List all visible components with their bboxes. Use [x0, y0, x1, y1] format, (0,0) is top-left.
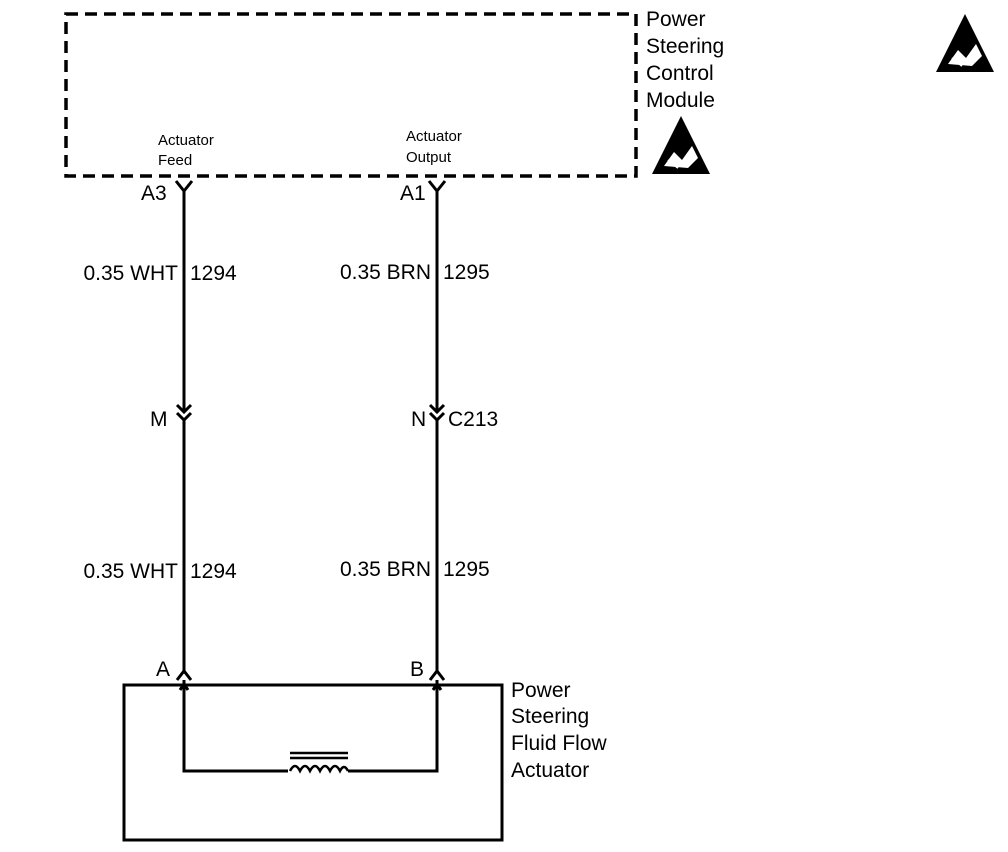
actuator-box: [122, 683, 504, 842]
inline-pin-n-label: N: [411, 408, 426, 431]
wire-1295-color-lower: 0.35 BRN: [340, 558, 431, 581]
actuator-pin-b-label: B: [410, 658, 424, 681]
module-title-line-2: Steering: [646, 35, 724, 58]
wire-1294-color-lower: 0.35 WHT: [83, 560, 178, 583]
output-label-line-2: Output: [406, 149, 452, 166]
output-label-line-1: Actuator: [406, 128, 462, 145]
inline-pin-m-label: M: [150, 408, 168, 431]
module-title-line-1: Power: [646, 8, 706, 31]
inline-connector-m-icon: [175, 403, 193, 423]
actuator-title: Power Steering Fluid Flow Actuator: [511, 679, 608, 782]
pin-a1-label: A1: [400, 182, 426, 205]
actuator-title-line-3: Fluid Flow: [511, 732, 608, 755]
pin-function-feed: Actuator Feed: [158, 132, 214, 169]
wire-1295-circuit-upper: 1295: [443, 261, 490, 284]
pin-function-output: Actuator Output: [406, 128, 462, 166]
module-connector-a3-icon: [174, 180, 194, 194]
module-title-line-4: Module: [646, 89, 715, 112]
pin-a3-label: A3: [141, 182, 167, 205]
actuator-title-line-4: Actuator: [511, 759, 589, 782]
wire-1295-color-upper: 0.35 BRN: [340, 261, 431, 284]
module-title-line-3: Control: [646, 62, 714, 85]
actuator-internal-circuit: [182, 680, 439, 773]
control-module-box: [64, 12, 638, 178]
actuator-connector-b-icon: [428, 668, 446, 681]
esd-warning-icon: [652, 116, 710, 174]
actuator-connector-a-icon: [175, 668, 193, 681]
esd-warning-icon: [936, 14, 994, 72]
inline-connector-n-icon: [428, 403, 446, 423]
wire-1295-circuit-lower: 1295: [443, 558, 490, 581]
feed-label-line-1: Actuator: [158, 132, 214, 149]
feed-label-line-2: Feed: [158, 152, 192, 169]
wire-1294-circuit-lower: 1294: [190, 560, 237, 583]
actuator-pin-a-arrow-icon: [178, 681, 190, 691]
module-connector-a1-icon: [427, 180, 447, 194]
solenoid-coil-icon: [288, 751, 350, 774]
actuator-title-line-1: Power: [511, 679, 571, 702]
wire-1294-color-upper: 0.35 WHT: [83, 262, 178, 285]
connector-id-c213: C213: [448, 408, 498, 431]
actuator-pin-a-label: A: [156, 658, 170, 681]
control-module-title: Power Steering Control Module: [646, 8, 724, 112]
actuator-pin-b-arrow-icon: [431, 681, 443, 691]
actuator-title-line-2: Steering: [511, 705, 589, 728]
wire-1294-circuit-upper: 1294: [190, 262, 237, 285]
